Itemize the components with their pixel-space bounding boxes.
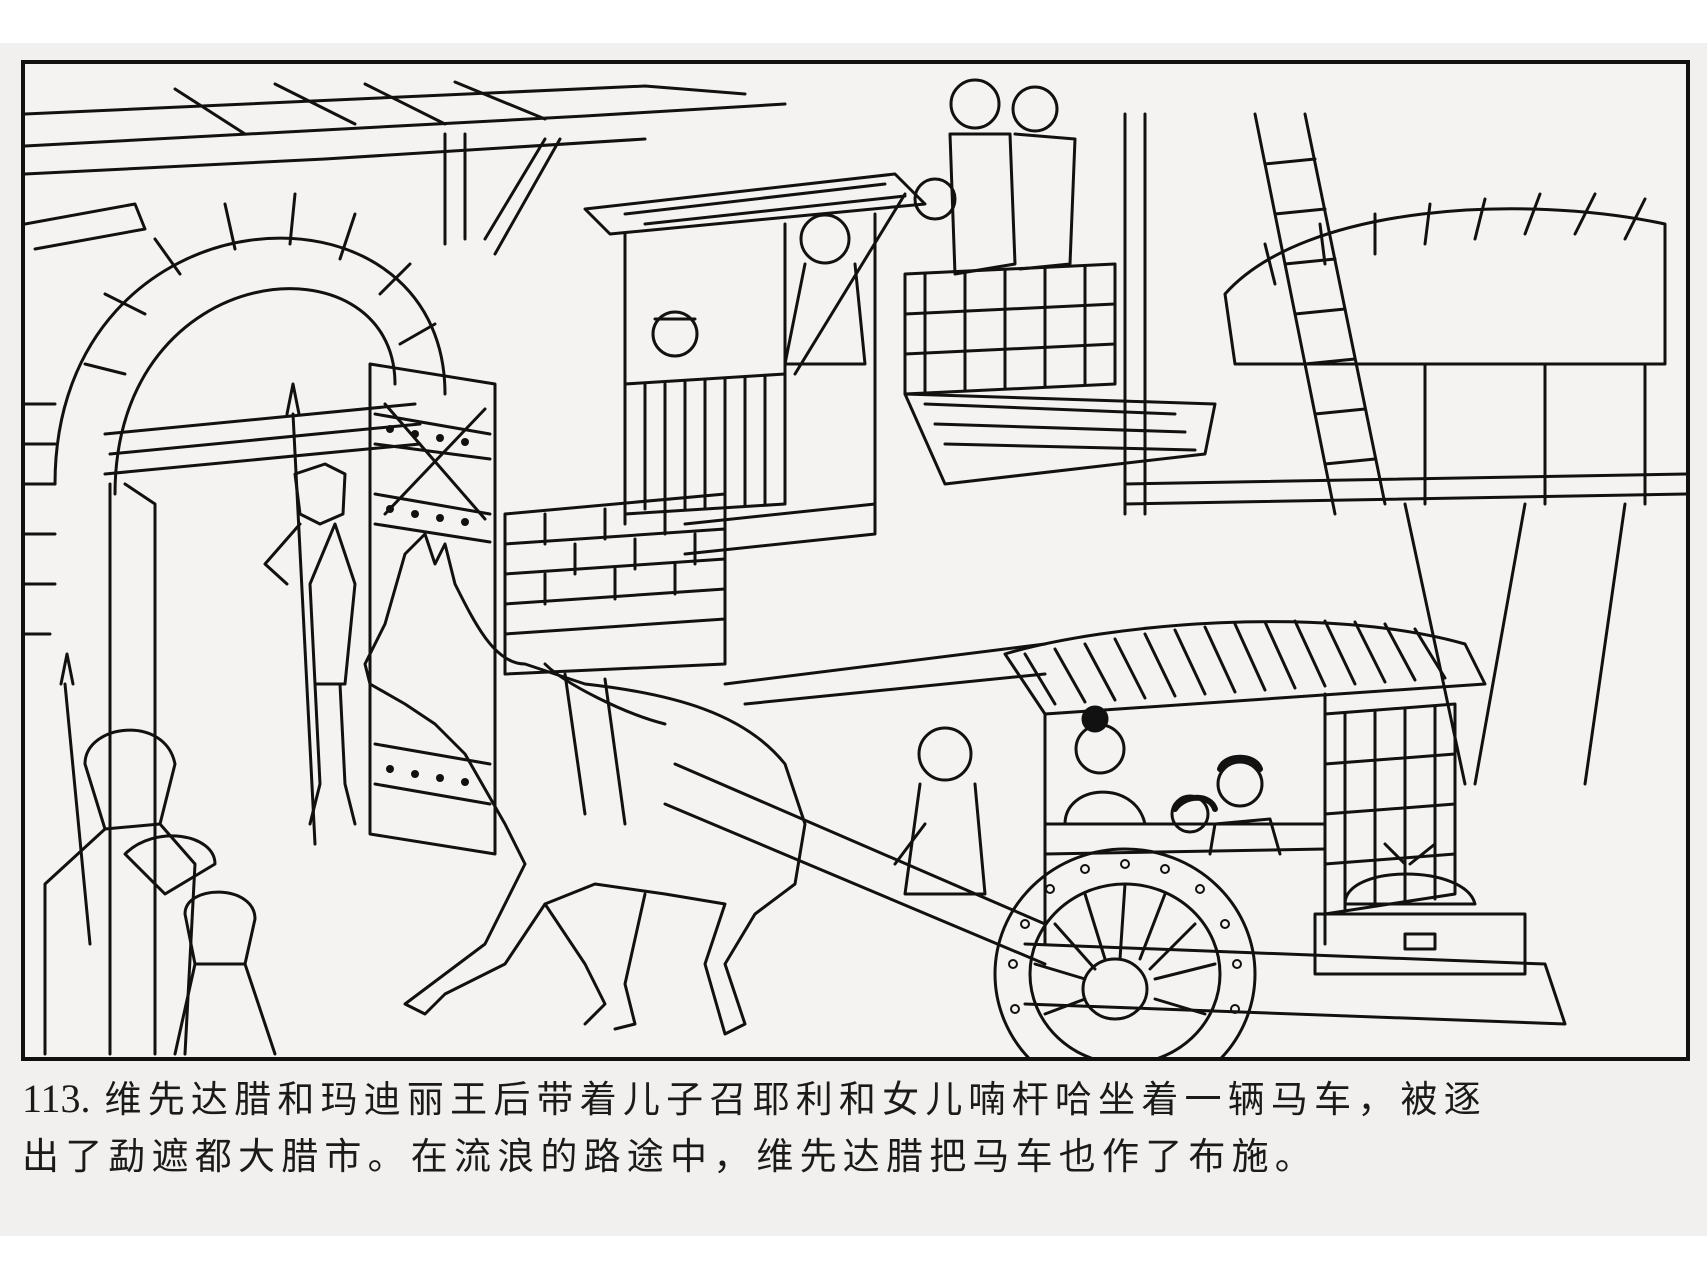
balcony-building-right <box>903 112 1217 516</box>
caption-line-2: 出了勐遮都大腊市。在流浪的路途中，维先达腊把马车也作了布施。 <box>22 1135 1318 1178</box>
cart-wheel <box>993 847 1257 1057</box>
covered-cart <box>663 619 1567 1026</box>
luggage <box>1313 842 1527 976</box>
panel-caption: 113. 维先达腊和玛迪丽王后带着儿子召耶利和女儿喃杆哈坐着一辆马车，被逐 出了勐… <box>22 1070 1687 1185</box>
line-art-illustration <box>25 78 1686 1057</box>
brick-wall <box>503 492 727 676</box>
guards-foreground <box>43 652 277 1056</box>
cart-passengers <box>1063 705 1282 856</box>
caption-text-1: 维先达腊和玛迪丽王后带着儿子召耶利和女儿喃杆哈坐着一辆马车，被逐 <box>104 1078 1487 1121</box>
illustration-panel <box>21 60 1690 1061</box>
spear-guard-at-gate <box>263 382 357 846</box>
wooden-door <box>368 362 497 856</box>
cart-driver <box>893 726 987 896</box>
stone-arch-gate <box>25 192 447 1056</box>
caption-line-1: 113. 维先达腊和玛迪丽王后带着儿子召耶利和女儿喃杆哈坐着一辆马车，被逐 <box>22 1070 1687 1128</box>
roof-beams <box>25 80 787 256</box>
thatched-hut <box>1123 192 1686 786</box>
balcony-building-left <box>583 172 927 556</box>
ladder <box>1253 112 1387 516</box>
horse <box>363 532 807 1036</box>
panel-number: 113. <box>22 1076 91 1121</box>
balcony-onlookers <box>651 78 1077 376</box>
